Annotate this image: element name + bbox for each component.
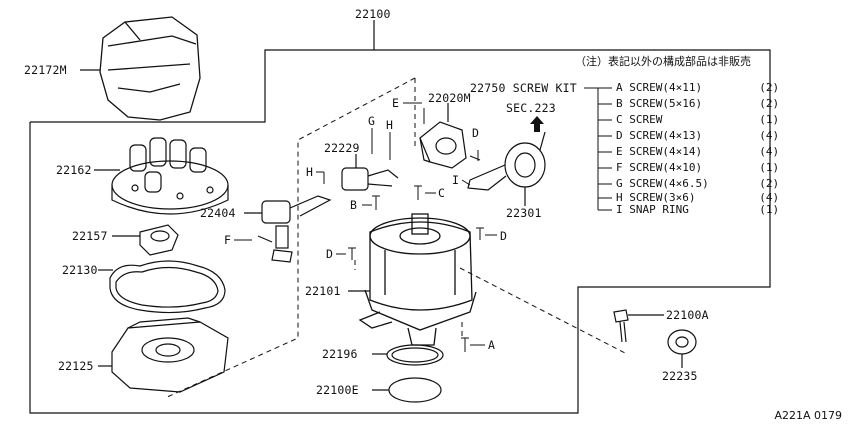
screw-kit-item-desc: SCREW(3×6) — [629, 191, 696, 204]
coil-assembly — [419, 121, 467, 169]
screw-kit-item-key: G — [616, 177, 623, 190]
part-label-22125: 22125 — [58, 359, 94, 373]
screw-kit-item-desc: SCREW(4×14) — [629, 145, 703, 158]
distributor-body — [358, 213, 477, 346]
pickup-assembly — [261, 195, 332, 263]
screw-kit-label: 22750 SCREW KIT — [470, 81, 577, 95]
part-label-22172M: 22172M — [24, 63, 67, 77]
callout-letter-h-1: H — [386, 118, 394, 132]
screw-kit-item-key: C — [616, 113, 623, 126]
screw-kit-item-key: B — [616, 97, 623, 110]
screw-kit-item-h: H SCREW(3×6) (4) — [616, 192, 779, 204]
part-label-22301: 22301 — [506, 206, 542, 220]
part-label-22196: 22196 — [322, 347, 358, 361]
screw-kit-item-qty: (4) — [759, 129, 780, 142]
assembly-frame — [29, 49, 771, 414]
screw-22100A — [613, 309, 629, 343]
note-text: （注）表記以外の構成部品は非販売 — [575, 55, 751, 68]
part-label-22101: 22101 — [305, 284, 341, 298]
vacuum-controller — [467, 131, 546, 191]
screw-kit-item-i: I SNAP RING (1) — [616, 204, 779, 216]
part-label-22020M: 22020M — [428, 91, 471, 105]
screw-kit-item-e: E SCREW(4×14) (4) — [616, 146, 779, 158]
screw-kit-item-qty: (2) — [759, 177, 780, 190]
screw-kit-item-desc: SCREW — [629, 113, 663, 126]
screw-kit-item-desc: SNAP RING — [629, 203, 689, 216]
screw-kit-item-desc: SCREW(4×6.5) — [629, 177, 709, 190]
screw-kit-item-a: A SCREW(4×11) (2) — [616, 82, 779, 94]
gasket — [109, 260, 226, 314]
callout-letter-g: G — [368, 114, 376, 128]
distributor-cap-cover — [99, 16, 201, 121]
callout-letter-d-2: D — [500, 229, 508, 243]
callout-letter-a: A — [488, 338, 496, 352]
screw-kit-item-qty: (4) — [759, 145, 780, 158]
ignition-module — [341, 167, 399, 191]
section-arrow-icon — [530, 116, 544, 132]
cap-22235 — [667, 329, 697, 355]
screw-kit-item-qty: (2) — [759, 81, 780, 94]
housing-cover — [111, 317, 229, 393]
screw-kit-item-desc: SCREW(4×11) — [629, 81, 703, 94]
callout-letter-f: F — [224, 233, 232, 247]
screw-kit-item-qty: (4) — [759, 191, 780, 204]
part-label-22100A: 22100A — [666, 308, 709, 322]
screw-kit-item-desc: SCREW(5×16) — [629, 97, 703, 110]
screw-kit-item-key: F — [616, 161, 623, 174]
rotor — [139, 224, 179, 256]
screw-kit-item-key: I — [616, 203, 623, 216]
distributor-cap — [111, 137, 229, 215]
drawing-code: A221A 0179 — [774, 409, 842, 422]
part-label-22235: 22235 — [662, 369, 698, 383]
section-reference: SEC.223 — [506, 101, 556, 115]
callout-letter-d-1: D — [472, 126, 480, 140]
screw-kit-item-desc: SCREW(4×13) — [629, 129, 703, 142]
screw-kit-item-key: E — [616, 145, 623, 158]
part-label-22100: 22100 — [355, 7, 391, 21]
screw-kit-item-g: G SCREW(4×6.5) (2) — [616, 178, 779, 190]
callout-letter-b: B — [350, 198, 358, 212]
screw-kit-item-c: C SCREW (1) — [616, 114, 779, 126]
part-label-22130: 22130 — [62, 263, 98, 277]
o-ring — [386, 344, 444, 366]
screw-kit-item-b: B SCREW(5×16) (2) — [616, 98, 779, 110]
part-label-22100E: 22100E — [316, 383, 359, 397]
callout-letter-i: I — [452, 173, 460, 187]
part-label-22404: 22404 — [200, 206, 236, 220]
callout-letter-e: E — [392, 96, 400, 110]
screw-kit-item-qty: (1) — [759, 203, 780, 216]
callout-letter-h-2: H — [306, 165, 314, 179]
callout-letter-d-3: D — [326, 247, 334, 261]
screw-kit-item-key: A — [616, 81, 623, 94]
screw-kit-item-desc: SCREW(4×10) — [629, 161, 703, 174]
screw-kit-item-key: D — [616, 129, 623, 142]
screw-kit-item-qty: (1) — [759, 113, 780, 126]
screw-kit-item-f: F SCREW(4×10) (1) — [616, 162, 779, 174]
seal-disc — [388, 377, 442, 403]
screw-kit-item-qty: (2) — [759, 97, 780, 110]
part-label-22157: 22157 — [72, 229, 108, 243]
part-label-22229: 22229 — [324, 141, 360, 155]
screw-kit-item-d: D SCREW(4×13) (4) — [616, 130, 779, 142]
screw-kit-item-qty: (1) — [759, 161, 780, 174]
callout-letter-c: C — [438, 186, 446, 200]
part-label-22162: 22162 — [56, 163, 92, 177]
screw-kit-item-key: H — [616, 191, 623, 204]
